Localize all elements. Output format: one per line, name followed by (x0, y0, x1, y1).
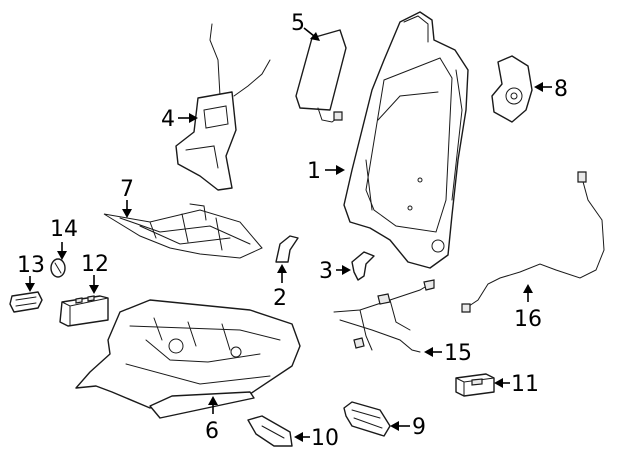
part-2-trim-cover[interactable] (275, 235, 299, 263)
part-12-switch-module[interactable] (59, 295, 109, 327)
part-8-recliner-cover[interactable] (491, 55, 533, 123)
part-7-cushion-wire-mat[interactable] (103, 203, 263, 259)
part-5-side-airbag[interactable] (295, 29, 347, 123)
part-13-knob[interactable] (9, 291, 43, 313)
callout-5: 5 (291, 11, 305, 36)
callout-1: 1 (307, 159, 321, 184)
part-1-seatback-frame[interactable] (343, 11, 469, 269)
callout-6: 6 (205, 419, 219, 444)
callout-13: 13 (17, 253, 45, 278)
callout-12: 12 (81, 252, 109, 277)
callout-labels: 1 2 3 4 5 6 7 8 9 10 11 12 13 14 15 16 (17, 11, 568, 451)
leader-lines (25, 27, 552, 442)
callout-9: 9 (412, 415, 426, 440)
callout-3: 3 (319, 259, 333, 284)
callout-4: 4 (161, 107, 175, 132)
callout-16: 16 (514, 307, 542, 332)
part-15-wiring-harness[interactable] (333, 279, 435, 353)
callout-14: 14 (50, 217, 78, 242)
part-14-small-knob[interactable] (50, 258, 66, 278)
callout-11: 11 (511, 372, 539, 397)
callout-8: 8 (554, 77, 568, 102)
callout-15: 15 (444, 341, 472, 366)
part-10-small-shield[interactable] (247, 415, 293, 447)
part-16-wire[interactable] (461, 171, 605, 313)
part-3-bracket[interactable] (351, 251, 375, 281)
callout-2: 2 (273, 286, 287, 311)
part-4-lumbar-support[interactable] (175, 23, 271, 191)
part-11-control-module[interactable] (455, 373, 495, 397)
callout-7: 7 (120, 177, 134, 202)
callout-10: 10 (311, 426, 339, 451)
part-9-side-shield[interactable] (343, 401, 391, 437)
part-6-cushion-frame[interactable] (75, 299, 301, 419)
